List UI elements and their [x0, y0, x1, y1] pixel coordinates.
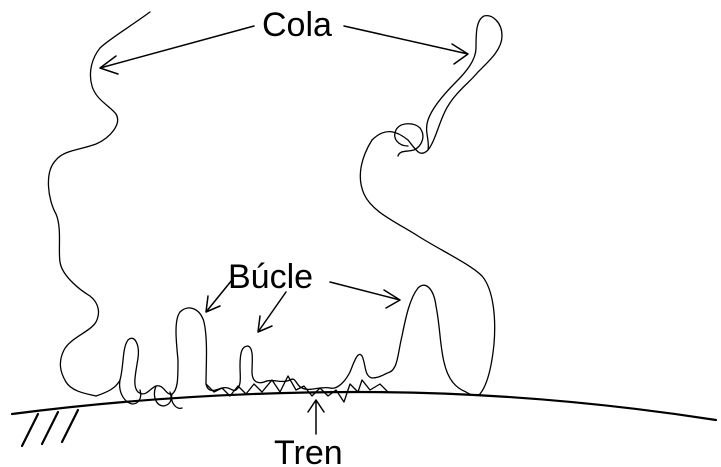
label-tren: Tren — [274, 434, 343, 467]
cola-arrow-right — [344, 26, 468, 64]
tren-arrow — [308, 400, 324, 434]
cloud-small-curl — [395, 124, 423, 156]
bucle-arrow-left — [206, 280, 232, 312]
cola-arrow-left — [100, 26, 254, 74]
bucle-arrow-right — [330, 282, 400, 308]
hatch-mark — [22, 414, 38, 446]
label-cola: Cola — [262, 6, 332, 44]
loop-lobes — [96, 285, 480, 396]
hatch-mark — [62, 410, 78, 442]
cloud-right-edge — [360, 140, 494, 394]
cloud-left-edge — [48, 12, 150, 396]
label-bucle: Búcle — [228, 258, 313, 296]
train-jagged-details — [206, 376, 388, 402]
hatch-mark — [42, 412, 58, 444]
bucle-arrow-mid — [258, 292, 286, 332]
ground-hatch — [22, 410, 78, 446]
ground-line — [12, 392, 716, 420]
